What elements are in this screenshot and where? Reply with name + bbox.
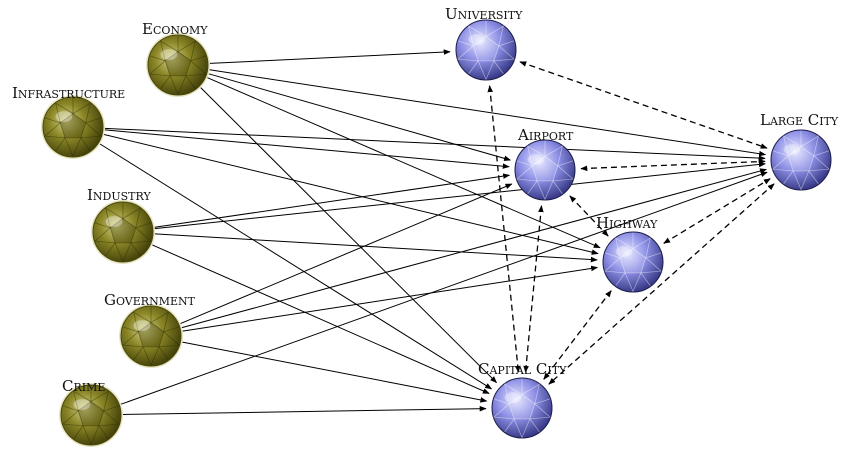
node-label-crime: Crime [62,377,106,395]
edge-infrastructure-to-capital_city [99,143,493,390]
bidirectional-edge-university-large_city [519,61,768,149]
edge-crime-to-large_city [120,171,768,405]
bidirectional-edge-large_city-capital_city [548,183,775,385]
node-capital-city-sphere [491,377,553,439]
node-label-large-city: Large City [760,111,839,129]
node-infrastructure-sphere [41,95,105,159]
node-label-government: Government [104,291,195,309]
node-label-infrastructure: Infrastructure [12,84,126,102]
edge-infrastructure-to-large_city [104,127,766,161]
edge-crime-to-capital_city [122,405,487,415]
node-label-economy: Economy [142,20,208,38]
edge-industry-to-large_city [154,161,766,230]
bidirectional-edge-university-capital_city [487,85,521,373]
edge-economy-to-university [209,49,451,64]
node-industry-sphere [91,200,155,264]
node-highway-sphere [602,231,664,293]
node-label-university: University [445,5,523,23]
edge-industry-to-capital_city [152,244,490,394]
edge-economy-to-large_city [209,69,767,157]
nodes-layer [41,19,832,447]
node-label-airport: Airport [518,126,574,144]
node-large-city-sphere [770,129,832,191]
node-airport-sphere [514,139,576,201]
bidirectional-edge-airport-large_city [580,158,766,172]
node-economy-sphere [146,33,210,97]
bidirectional-edge-airport-capital_city [523,205,544,373]
node-crime-sphere [59,383,123,447]
bidirectional-edge-highway-large_city [663,178,771,244]
node-government-sphere [119,304,183,368]
edges-layer [99,49,775,415]
node-label-highway: Highway [596,214,658,232]
edge-infrastructure-to-airport [104,129,510,169]
edge-economy-to-airport [208,73,512,162]
edge-economy-to-capital_city [200,87,497,384]
edge-government-to-capital_city [182,341,488,403]
edge-government-to-airport [180,183,513,325]
edge-industry-to-airport [154,173,511,228]
node-label-capital-city: Capital City [478,360,567,378]
node-university-sphere [455,19,517,81]
node-label-industry: Industry [87,186,151,204]
